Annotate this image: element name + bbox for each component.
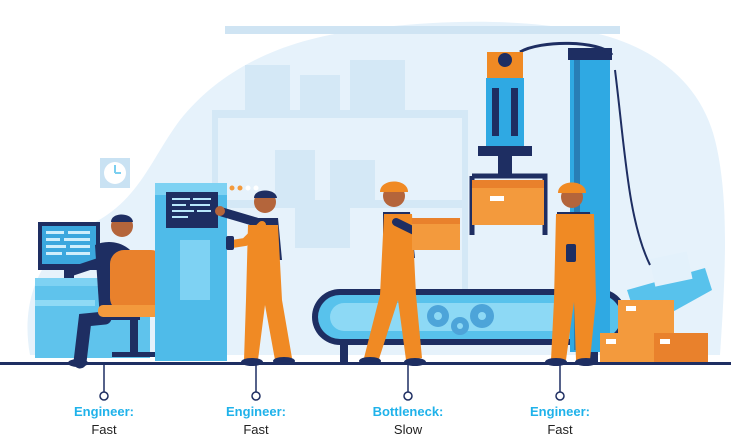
station-label-4: Engineer: Fast (500, 404, 620, 438)
station-label-3: Bottleneck: Slow (348, 404, 468, 438)
box-stack (600, 300, 708, 363)
station-speed: Slow (393, 422, 423, 437)
station-role: Engineer: (226, 404, 286, 419)
station-role: Engineer: (74, 404, 134, 419)
station-role: Bottleneck: (372, 404, 444, 419)
ceiling-rail (225, 26, 620, 34)
quality-engineer (545, 182, 597, 366)
cardboard-box-icon (472, 180, 544, 225)
cardboard-box-icon (649, 251, 693, 287)
office-chair (98, 250, 170, 357)
computer-monitor-icon (38, 222, 100, 278)
walkie-talkie-icon (566, 244, 576, 262)
station-role: Engineer: (530, 404, 590, 419)
station-label-2: Engineer: Fast (196, 404, 316, 438)
walkie-talkie-icon (226, 236, 234, 250)
station-speed: Fast (91, 422, 117, 437)
warehouse-shelves (212, 60, 468, 310)
station-label-1: Engineer: Fast (44, 404, 164, 438)
cardboard-box-icon (412, 218, 460, 250)
factory-floor (0, 362, 731, 365)
control-panel-icon (155, 183, 259, 361)
station-speed: Fast (243, 422, 269, 437)
gear-icon (427, 304, 494, 335)
wall-clock-icon (100, 158, 130, 188)
station-speed: Fast (547, 422, 573, 437)
station-markers (99, 365, 565, 401)
